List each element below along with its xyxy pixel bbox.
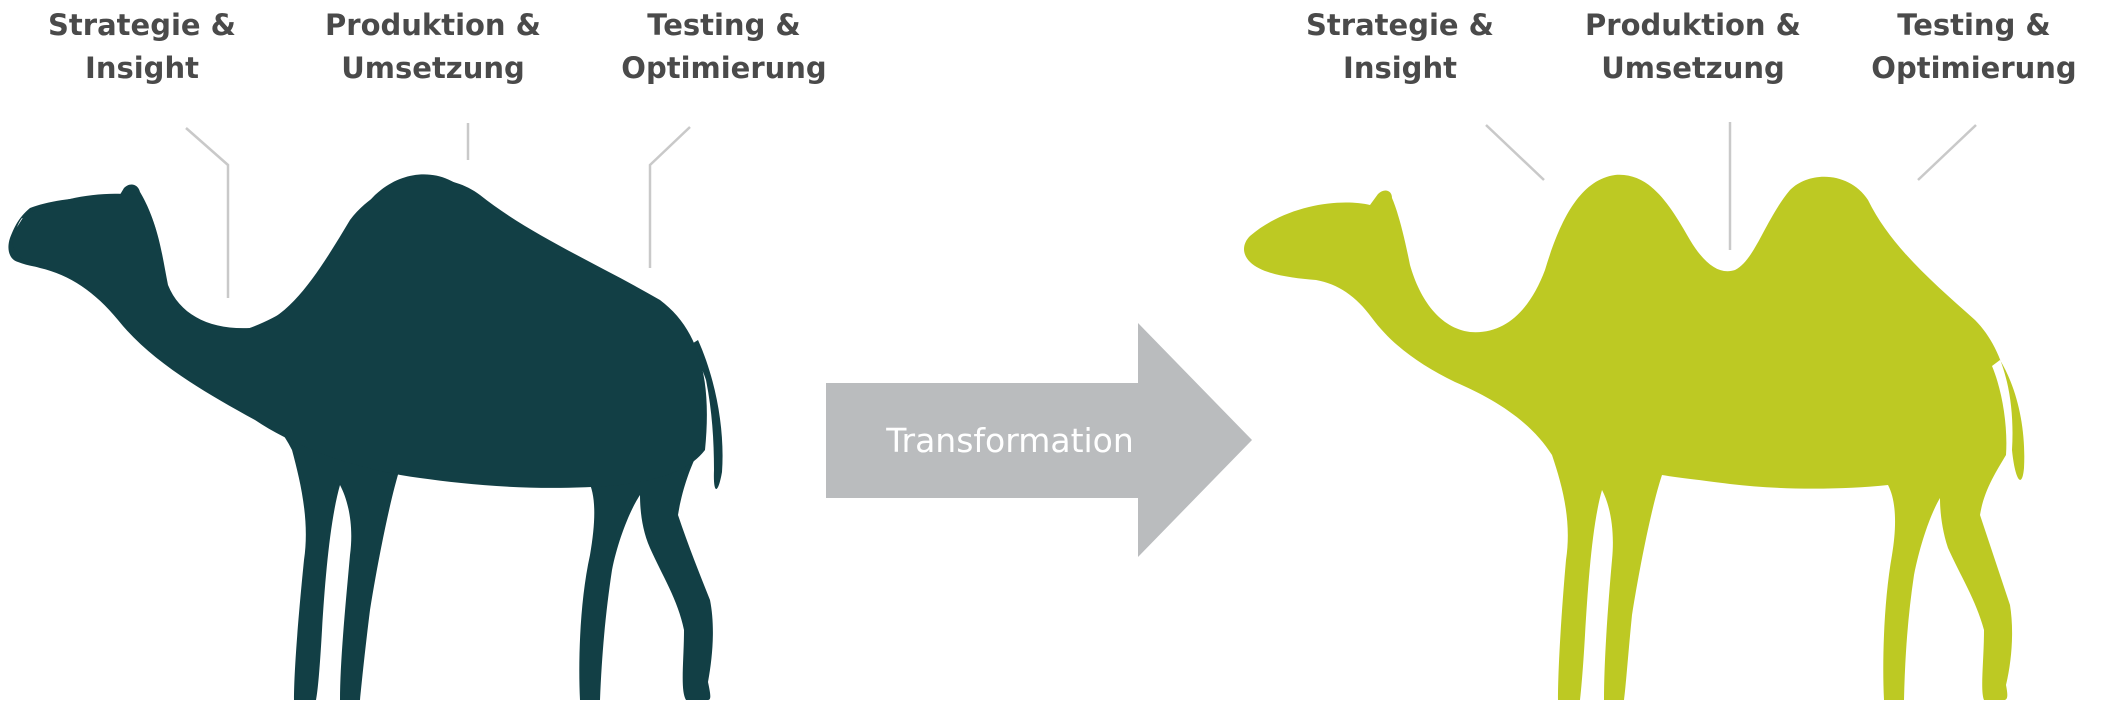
label-line: Umsetzung bbox=[1601, 51, 1785, 85]
label-line: Produktion & bbox=[1585, 8, 1801, 42]
transformation-arrow: Transformation bbox=[826, 323, 1252, 557]
label-testing-optimierung-left: Testing & Optimierung bbox=[584, 4, 864, 90]
label-line: Produktion & bbox=[325, 8, 541, 42]
label-line: Optimierung bbox=[1871, 51, 2077, 85]
connectors-right bbox=[1485, 122, 1977, 250]
label-line: Umsetzung bbox=[341, 51, 525, 85]
arrow-shape bbox=[826, 323, 1252, 557]
label-strategie-insight-right: Strategie & Insight bbox=[1260, 4, 1540, 90]
connectors-left bbox=[185, 123, 691, 298]
label-produktion-umsetzung-right: Produktion & Umsetzung bbox=[1553, 4, 1833, 90]
label-line: Testing & bbox=[647, 8, 801, 42]
connector-line bbox=[185, 127, 230, 298]
label-line: Insight bbox=[1343, 51, 1457, 85]
connector-line bbox=[1917, 124, 1977, 181]
dromedary-camel bbox=[8, 174, 723, 700]
label-testing-optimierung-right: Testing & Optimierung bbox=[1834, 4, 2108, 90]
label-line: Strategie & bbox=[48, 8, 236, 42]
arrow-label: Transformation bbox=[885, 421, 1134, 460]
label-line: Insight bbox=[85, 51, 199, 85]
bactrian-silhouette bbox=[1244, 174, 2025, 701]
label-line: Testing & bbox=[1897, 8, 2051, 42]
connector-line bbox=[648, 126, 691, 268]
dromedary-body bbox=[12, 179, 707, 488]
bactrian-camel bbox=[1244, 174, 2025, 701]
label-produktion-umsetzung-left: Produktion & Umsetzung bbox=[293, 4, 573, 90]
label-line: Optimierung bbox=[621, 51, 827, 85]
label-line: Strategie & bbox=[1306, 8, 1494, 42]
label-strategie-insight-left: Strategie & Insight bbox=[2, 4, 282, 90]
connector-line bbox=[1485, 124, 1545, 181]
